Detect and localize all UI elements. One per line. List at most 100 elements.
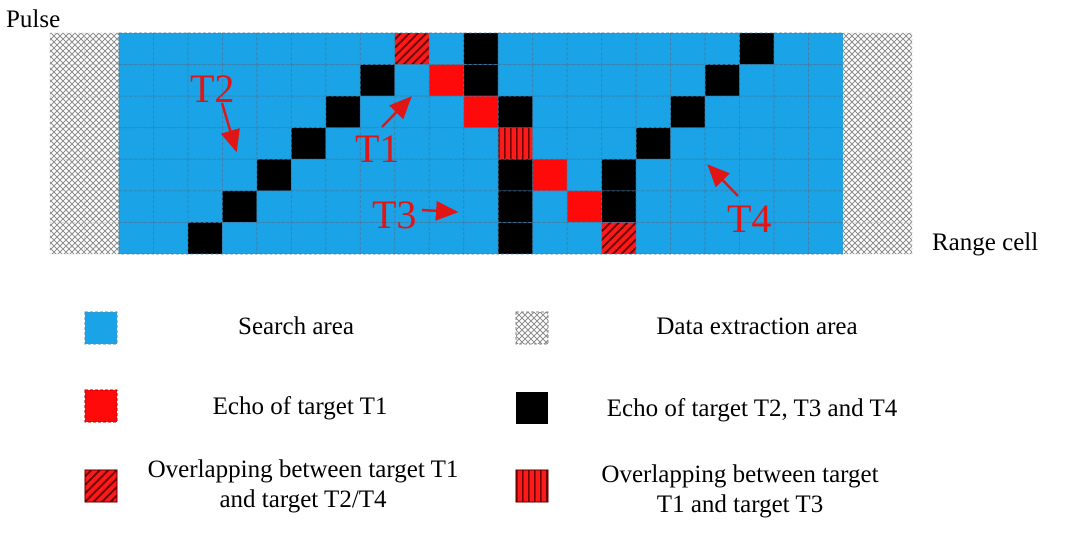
extraction-cell bbox=[842, 190, 878, 223]
search-cell bbox=[359, 95, 396, 129]
legend-label-extraction: Data extraction area bbox=[656, 313, 858, 340]
search-cell bbox=[118, 127, 154, 160]
search-cell bbox=[635, 158, 672, 192]
search-cell bbox=[256, 95, 292, 129]
search-cell bbox=[532, 222, 568, 255]
search-cell bbox=[601, 95, 637, 129]
search-cell bbox=[773, 95, 809, 129]
search-cell bbox=[118, 158, 154, 192]
search-cell bbox=[566, 32, 603, 65]
search-cell bbox=[773, 190, 809, 223]
search-cell bbox=[394, 158, 430, 192]
search-cell bbox=[187, 64, 223, 97]
search-cell bbox=[290, 190, 327, 223]
search-cell bbox=[670, 222, 706, 255]
echo-t2-t3-t4-cell bbox=[359, 64, 396, 97]
extraction-cell bbox=[49, 222, 85, 255]
search-cell bbox=[704, 127, 740, 160]
echo-t2-t3-t4-cell bbox=[463, 64, 499, 97]
search-cell bbox=[566, 64, 603, 97]
search-cell bbox=[118, 32, 154, 65]
search-cell bbox=[325, 127, 361, 160]
search-cell bbox=[153, 222, 189, 255]
search-cell bbox=[153, 95, 189, 129]
search-cell bbox=[808, 127, 844, 160]
search-cell bbox=[325, 32, 361, 65]
echo-t2-t3-t4-cell bbox=[290, 127, 327, 160]
search-cell bbox=[739, 95, 775, 129]
extraction-cell bbox=[49, 190, 85, 223]
search-cell bbox=[463, 158, 499, 192]
pulse-axis-label: Pulse bbox=[6, 6, 60, 33]
search-cell bbox=[566, 95, 603, 129]
extraction-cell bbox=[842, 95, 878, 128]
overlap-t1-t2t4-cell bbox=[601, 222, 637, 255]
extraction-cell bbox=[877, 127, 913, 160]
search-cell bbox=[290, 158, 327, 192]
echo-t1-cell bbox=[463, 95, 499, 129]
search-cell bbox=[808, 95, 844, 129]
search-cell bbox=[221, 158, 258, 192]
search-cell bbox=[118, 64, 154, 97]
search-cell bbox=[773, 64, 809, 97]
extraction-cell bbox=[84, 190, 120, 223]
search-cell bbox=[428, 95, 465, 129]
legend-label-search: Search area bbox=[238, 313, 354, 340]
extraction-cell bbox=[84, 32, 120, 65]
search-cell bbox=[635, 95, 672, 129]
search-cell bbox=[773, 158, 809, 192]
search-cell bbox=[704, 190, 740, 223]
search-cell bbox=[773, 222, 809, 255]
search-cell bbox=[118, 95, 154, 129]
search-cell bbox=[532, 32, 568, 65]
search-cell bbox=[670, 127, 706, 160]
search-cell bbox=[704, 32, 740, 65]
search-cell bbox=[428, 190, 465, 223]
echo-t2-t3-t4-cell bbox=[497, 190, 534, 223]
search-cell bbox=[566, 127, 603, 160]
extraction-cell bbox=[842, 159, 878, 192]
search-cell bbox=[290, 64, 327, 97]
search-cell bbox=[739, 64, 775, 97]
echo-t1-cell bbox=[532, 158, 568, 192]
search-cell bbox=[670, 158, 706, 192]
search-cell bbox=[221, 64, 258, 97]
search-cell bbox=[428, 32, 465, 65]
overlap-t1-t2t4-cell bbox=[394, 32, 430, 65]
search-cell bbox=[704, 158, 740, 192]
search-cell bbox=[153, 32, 189, 65]
search-cell bbox=[394, 95, 430, 129]
search-cell bbox=[532, 95, 568, 129]
extraction-cell bbox=[877, 222, 913, 255]
extraction-cell bbox=[49, 32, 85, 65]
echo-t2-t3-t4-cell bbox=[221, 190, 258, 223]
extraction-cell bbox=[877, 159, 913, 192]
search-cell bbox=[601, 127, 637, 160]
range-cell-axis-label: Range cell bbox=[932, 229, 1038, 256]
annotation-t1: T1 bbox=[355, 126, 399, 171]
search-cell bbox=[635, 190, 672, 223]
annotation-t3: T3 bbox=[372, 192, 416, 237]
arrow-t4 bbox=[707, 164, 739, 197]
search-cell bbox=[773, 127, 809, 160]
extraction-cell bbox=[842, 222, 878, 255]
echo-t2-t3-t4-cell bbox=[601, 158, 637, 192]
extraction-cell bbox=[49, 159, 85, 192]
search-cell bbox=[256, 64, 292, 97]
search-cell bbox=[808, 32, 844, 65]
echo-t2-t3-t4-cell bbox=[601, 190, 637, 223]
legend-swatch-overlap-t1-t3 bbox=[515, 469, 549, 503]
search-cell bbox=[325, 158, 361, 192]
search-cell bbox=[256, 222, 292, 255]
search-cell bbox=[394, 127, 430, 160]
search-cell bbox=[153, 158, 189, 192]
target-annotations: T2 T1 T3 T4 bbox=[190, 66, 771, 241]
search-cell bbox=[704, 95, 740, 129]
echo-t2-t3-t4-cell bbox=[325, 95, 361, 129]
search-cell bbox=[670, 64, 706, 97]
search-cell bbox=[670, 190, 706, 223]
extraction-cell bbox=[84, 95, 120, 128]
search-cell bbox=[290, 95, 327, 129]
search-cell bbox=[359, 127, 396, 160]
search-cell bbox=[221, 222, 258, 255]
